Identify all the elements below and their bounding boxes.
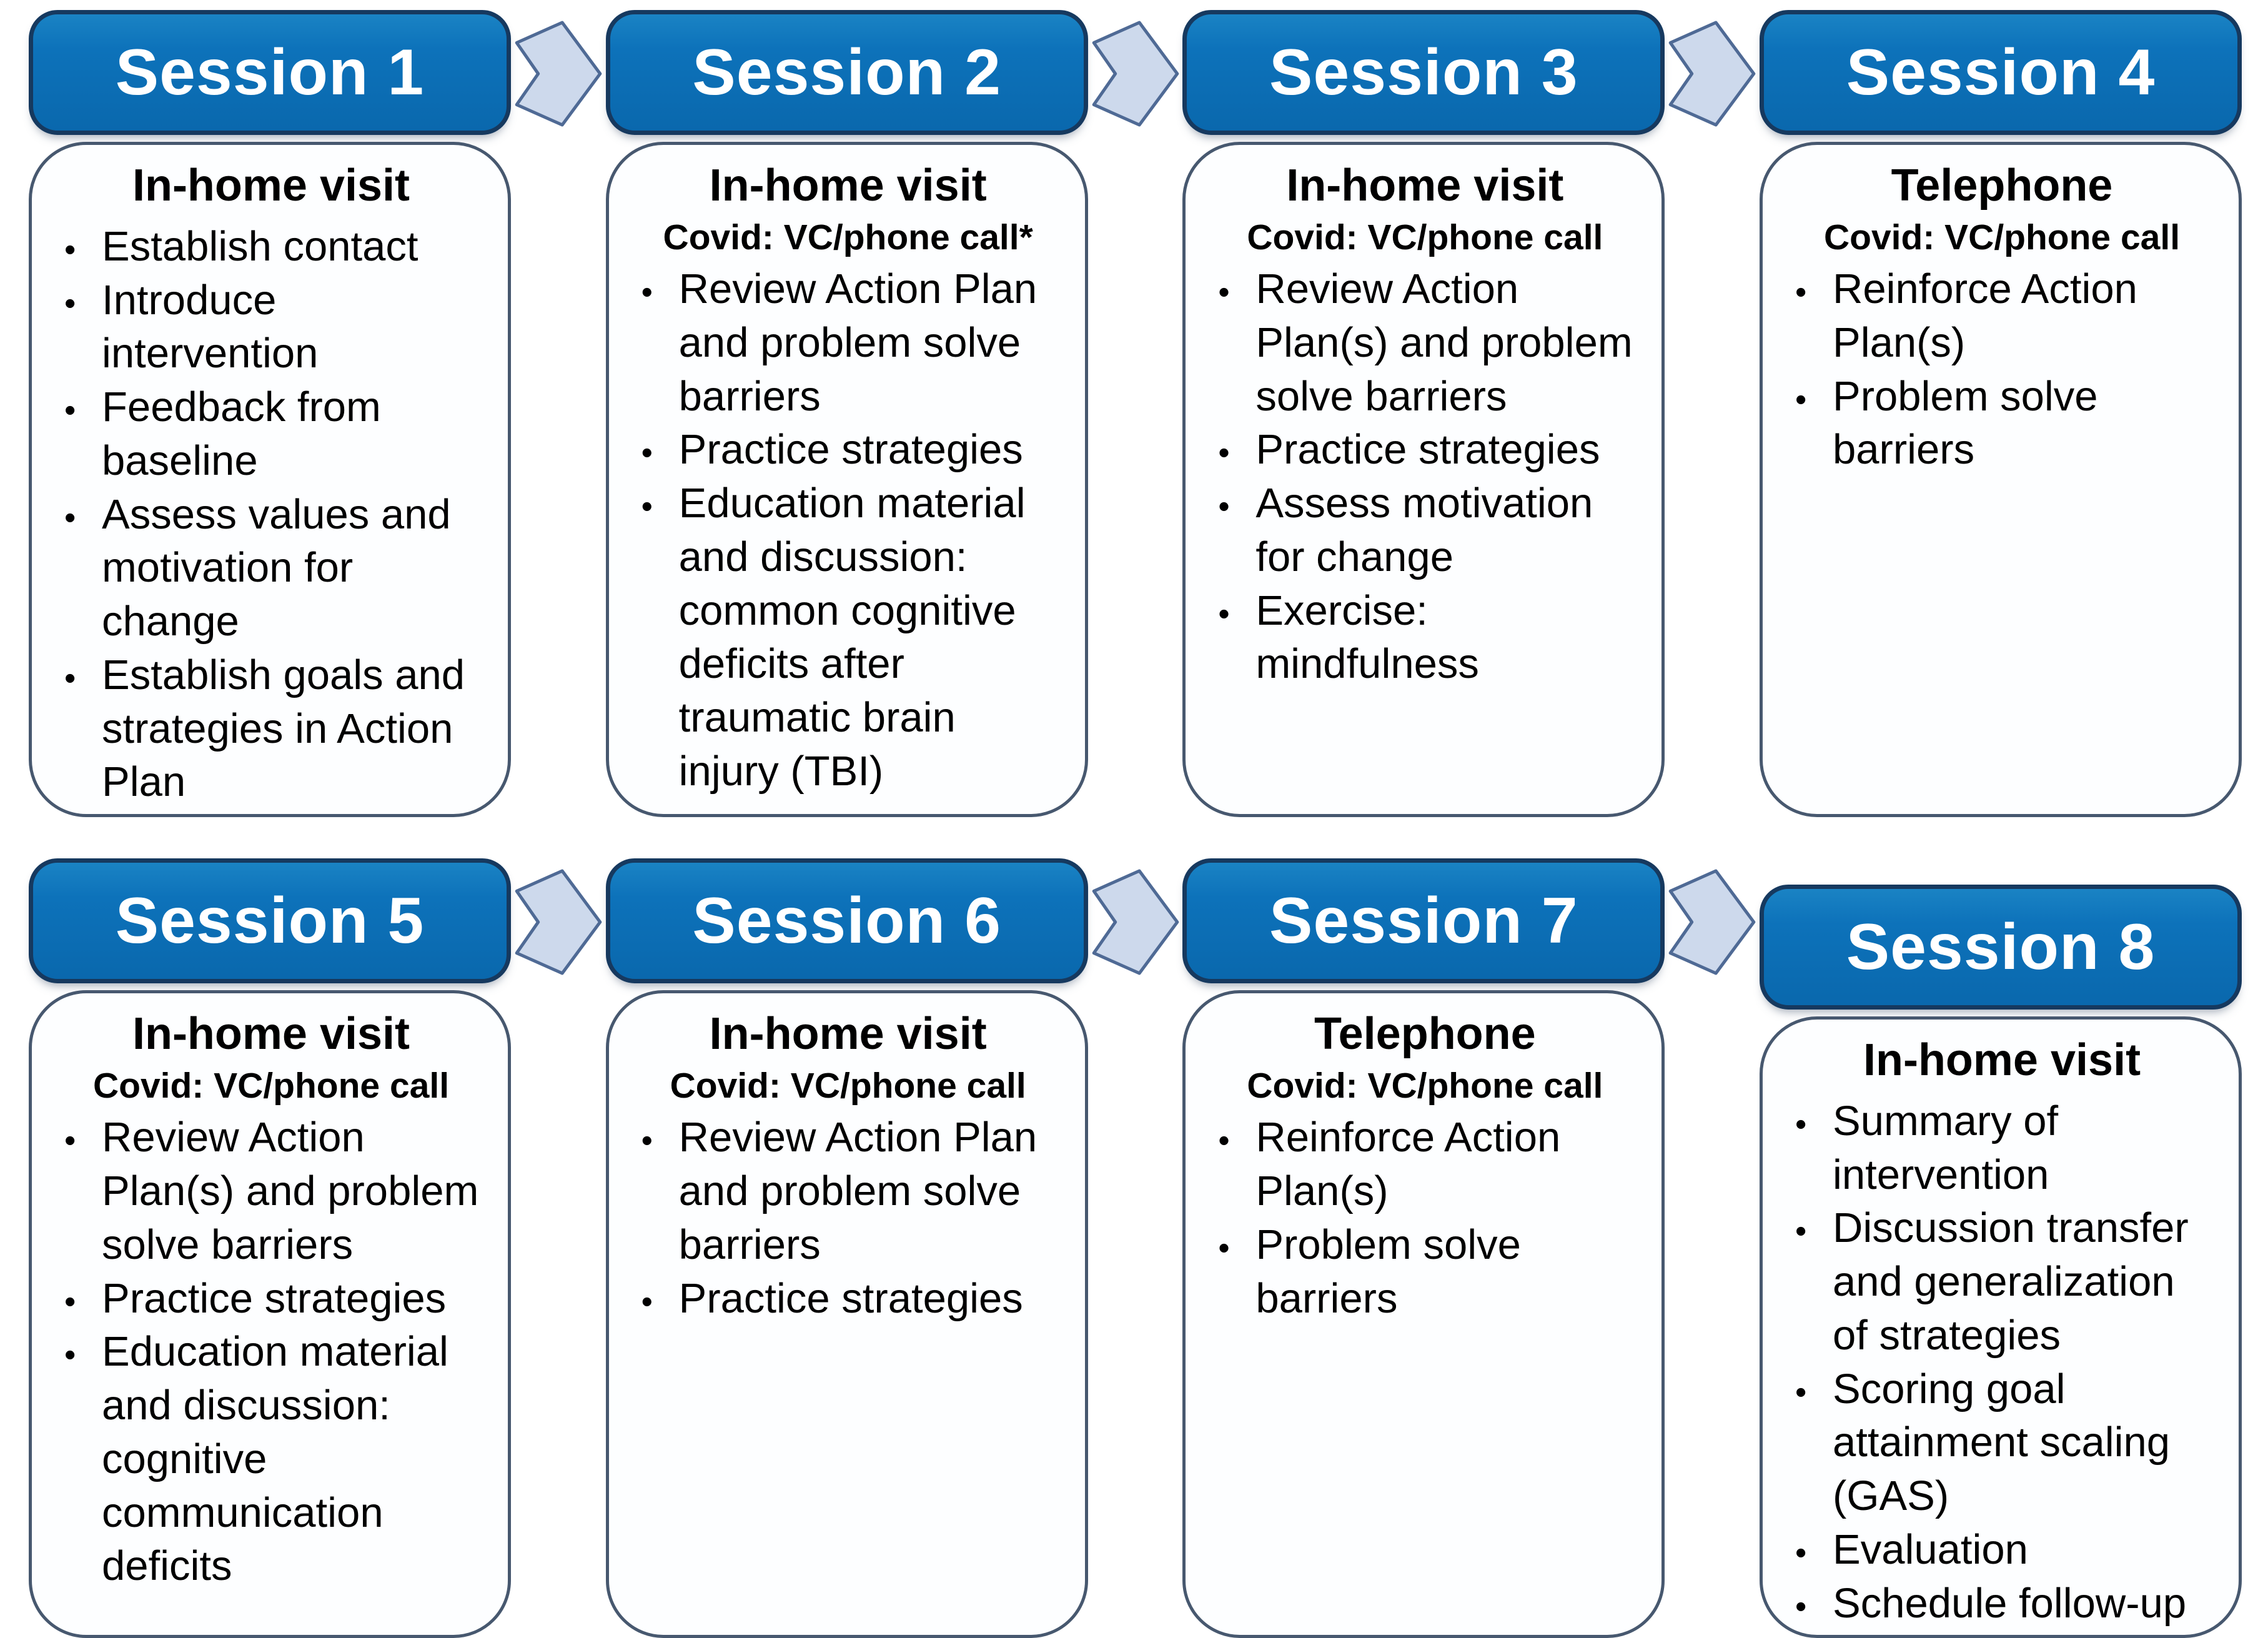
bullet-item: Review Action Plan(s) and problem solve …	[64, 1111, 487, 1271]
session-2-mode: In-home visit	[709, 161, 987, 211]
session-4-bullet-list: Reinforce Action Plan(s) Problem solve b…	[1786, 262, 2217, 477]
session-5-box: In-home visit Covid: VC/phone call Revie…	[29, 990, 511, 1638]
session-3-header: Session 3	[1182, 10, 1665, 135]
bullet-item: Assess values and motivation for change	[64, 488, 487, 648]
bullet-item: Establish contact	[64, 220, 487, 274]
session-7-covid-note: Covid: VC/phone call	[1247, 1065, 1603, 1106]
session-2-box: In-home visit Covid: VC/phone call* Revi…	[605, 142, 1088, 818]
bullet-item: Practice strategies	[64, 1272, 487, 1326]
session-7-title: Session 7	[1269, 884, 1578, 957]
session-6-header: Session 6	[605, 858, 1088, 984]
session-6-box: In-home visit Covid: VC/phone call Revie…	[605, 990, 1088, 1638]
bullet-item: Review Action Plan and problem solve bar…	[641, 1111, 1064, 1271]
session-7-bullet-list: Reinforce Action Plan(s) Problem solve b…	[1209, 1111, 1640, 1325]
session-4-covid-note: Covid: VC/phone call	[1823, 217, 2181, 257]
session-2-card: Session 2 In-home visit Covid: VC/phone …	[605, 10, 1088, 818]
row-2: Session 5 In-home visit Covid: VC/phone …	[29, 858, 2242, 1638]
session-6-title: Session 6	[692, 884, 1001, 957]
session-3-mode: In-home visit	[1286, 161, 1564, 211]
session-5-mode: In-home visit	[132, 1009, 410, 1060]
session-6-bullet-list: Review Action Plan and problem solve bar…	[633, 1111, 1064, 1325]
session-8-title: Session 8	[1846, 910, 2156, 983]
session-8-card: Session 8 In-home visit Summary of inter…	[1760, 858, 2242, 1638]
session-3-card: Session 3 In-home visit Covid: VC/phone …	[1182, 10, 1665, 818]
session-1-header: Session 1	[29, 10, 511, 135]
session-2-covid-note: Covid: VC/phone call*	[663, 217, 1033, 257]
right-arrow-icon	[515, 869, 602, 975]
session-4-mode: Telephone	[1891, 161, 2113, 211]
arrow-cell	[1088, 858, 1183, 1638]
bullet-item: Establish goals and strategies in Action…	[64, 648, 487, 809]
bullet-item: Reinforce Action Plan(s)	[1218, 1111, 1640, 1218]
session-5-covid-note: Covid: VC/phone call	[92, 1065, 450, 1106]
session-8-mode: In-home visit	[1863, 1035, 2141, 1086]
bullet-item: Reinforce Action Plan(s)	[1795, 262, 2217, 370]
bullet-item: Introduce intervention	[64, 274, 487, 381]
bullet-item: Exercise: mindfulness	[1218, 584, 1640, 692]
session-4-card: Session 4 Telephone Covid: VC/phone call…	[1760, 10, 2242, 818]
bullet-item: Discussion transfer and generalization o…	[1795, 1201, 2217, 1362]
bullet-item: Education material and discussion: cogni…	[64, 1325, 487, 1593]
bullet-item: Evaluation	[1795, 1523, 2217, 1577]
session-6-mode: In-home visit	[709, 1009, 987, 1060]
session-7-header: Session 7	[1182, 858, 1665, 984]
bullet-item: Problem solve barriers	[1795, 370, 2217, 477]
bullet-item: Problem solve barriers	[1218, 1218, 1640, 1326]
session-3-covid-note: Covid: VC/phone call	[1247, 217, 1603, 257]
bullet-item: Education material and discussion: commo…	[641, 477, 1064, 798]
session-8-bullet-list: Summary of intervention Discussion trans…	[1786, 1094, 2217, 1631]
session-2-header: Session 2	[605, 10, 1088, 135]
right-arrow-icon	[515, 21, 602, 127]
session-1-box: In-home visit Establish contact Introduc…	[29, 142, 511, 818]
session-6-card: Session 6 In-home visit Covid: VC/phone …	[605, 858, 1088, 1638]
arrow-cell	[1088, 10, 1183, 817]
arrow-cell	[511, 10, 606, 817]
right-arrow-icon	[1668, 21, 1756, 127]
session-5-bullet-list: Review Action Plan(s) and problem solve …	[56, 1111, 487, 1593]
bullet-item: Practice strategies	[1218, 423, 1640, 477]
session-8-header: Session 8	[1760, 885, 2242, 1010]
bullet-item: Practice strategies	[641, 423, 1064, 477]
session-3-box: In-home visit Covid: VC/phone call Revie…	[1182, 142, 1665, 818]
bullet-item: Assess motivation for change	[1218, 477, 1640, 584]
session-6-covid-note: Covid: VC/phone call	[670, 1065, 1026, 1106]
session-3-title: Session 3	[1269, 36, 1578, 109]
session-3-bullet-list: Review Action Plan(s) and problem solve …	[1209, 262, 1640, 691]
session-1-bullet-list: Establish contact Introduce intervention…	[56, 220, 487, 809]
bullet-item: Review Action Plan and problem solve bar…	[641, 262, 1064, 423]
bullet-item: Review Action Plan(s) and problem solve …	[1218, 262, 1640, 423]
session-2-title: Session 2	[692, 36, 1001, 109]
bullet-item: Schedule follow-up	[1795, 1577, 2217, 1631]
right-arrow-icon	[1092, 869, 1179, 975]
bullet-item: Summary of intervention	[1795, 1094, 2217, 1202]
session-1-title: Session 1	[115, 36, 425, 109]
session-8-box: In-home visit Summary of intervention Di…	[1760, 1016, 2242, 1638]
arrow-cell	[1665, 10, 1760, 817]
session-7-card: Session 7 Telephone Covid: VC/phone call…	[1182, 858, 1665, 1638]
session-4-title: Session 4	[1846, 36, 2156, 109]
session-4-box: Telephone Covid: VC/phone call Reinforce…	[1760, 142, 2242, 818]
right-arrow-icon	[1668, 869, 1756, 975]
session-4-header: Session 4	[1760, 10, 2242, 135]
bullet-item: Scoring goal attainment scaling (GAS)	[1795, 1363, 2217, 1523]
session-1-mode: In-home visit	[132, 161, 410, 211]
right-arrow-icon	[1092, 21, 1179, 127]
session-5-card: Session 5 In-home visit Covid: VC/phone …	[29, 858, 511, 1638]
session-5-header: Session 5	[29, 858, 511, 984]
session-2-bullet-list: Review Action Plan and problem solve bar…	[633, 262, 1064, 798]
row-1: Session 1 In-home visit Establish contac…	[29, 10, 2242, 818]
bullet-item: Practice strategies	[641, 1272, 1064, 1326]
bullet-item: Feedback from baseline	[64, 380, 487, 488]
session-7-mode: Telephone	[1314, 1009, 1536, 1060]
session-5-title: Session 5	[115, 884, 425, 957]
arrow-cell	[1665, 858, 1760, 1638]
session-7-box: Telephone Covid: VC/phone call Reinforce…	[1182, 990, 1665, 1638]
session-1-card: Session 1 In-home visit Establish contac…	[29, 10, 511, 818]
arrow-cell	[511, 858, 606, 1638]
